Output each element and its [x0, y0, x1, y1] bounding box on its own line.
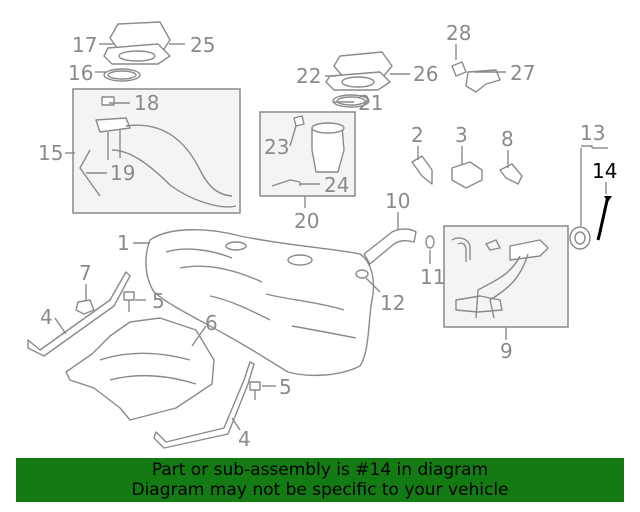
seal-ring-21: [332, 94, 370, 108]
callout-13: 13: [580, 121, 605, 145]
clamp-12: [355, 269, 369, 279]
nut-7: [75, 299, 95, 315]
callout-5-lower: 5: [279, 375, 292, 399]
callout-3: 3: [455, 123, 468, 147]
callout-18: 18: [134, 91, 159, 115]
fuel-tank-1: [145, 229, 375, 377]
callout-4-left: 4: [40, 305, 53, 329]
leader-lines: [54, 43, 608, 431]
callout-17: 17: [72, 33, 97, 57]
upper-gasket-17-25: [103, 21, 171, 65]
hose-10: [363, 228, 417, 265]
callout-20: 20: [294, 209, 319, 233]
callout-1: 1: [117, 231, 130, 255]
clamp-11: [425, 235, 435, 249]
strap-4-left: [27, 271, 131, 357]
callout-11: 11: [420, 265, 445, 289]
banner-line-2: Diagram may not be specific to your vehi…: [131, 480, 509, 500]
notice-banner: Part or sub-assembly is #14 in diagram D…: [16, 458, 624, 502]
filler-pipe-9: [451, 237, 549, 319]
heat-shield-2: [411, 155, 433, 185]
callout-6: 6: [205, 311, 218, 335]
filler-pipe-box-9: [443, 225, 569, 328]
callout-12: 12: [380, 291, 405, 315]
seal-ring-16: [103, 68, 141, 82]
callout-28: 28: [446, 21, 471, 45]
upper-gasket-22-26: [325, 51, 393, 91]
callout-10: 10: [385, 189, 410, 213]
pump-assembly-box-15: [72, 88, 241, 214]
callout-7: 7: [79, 261, 92, 285]
banner-line-1: Part or sub-assembly is #14 in diagram: [151, 460, 489, 480]
callout-26: 26: [413, 62, 438, 86]
pad-8: [499, 163, 523, 185]
part-14-highlighted: [596, 195, 612, 241]
fuel-pump-module-15: [79, 96, 237, 208]
bolt-5-upper: [123, 291, 135, 312]
callout-16: 16: [68, 61, 93, 85]
callout-14: 14: [592, 159, 617, 183]
callout-5-upper: 5: [152, 289, 165, 313]
fuel-pump-module-20: [271, 115, 345, 187]
callout-25: 25: [190, 33, 215, 57]
bracket-27: [465, 69, 501, 93]
filler-neck-13: [569, 226, 591, 250]
callout-23: 23: [264, 135, 289, 159]
callout-21: 21: [358, 91, 383, 115]
clip-28: [451, 61, 467, 77]
callout-24: 24: [324, 173, 349, 197]
bolt-5-lower: [249, 381, 261, 400]
protector-6: [65, 317, 215, 421]
callout-19: 19: [110, 161, 135, 185]
pad-3: [451, 161, 483, 189]
callout-9: 9: [500, 339, 513, 363]
callout-15: 15: [38, 141, 63, 165]
callout-27: 27: [510, 61, 535, 85]
callout-8: 8: [501, 127, 514, 151]
callout-22: 22: [296, 64, 321, 88]
callout-labels: 17 25 16 18 15 19 28 22 26 27 21 23 24 2…: [38, 21, 617, 451]
callout-4-right: 4: [238, 427, 251, 451]
strap-4-right: [153, 361, 255, 449]
callout-2: 2: [411, 123, 424, 147]
